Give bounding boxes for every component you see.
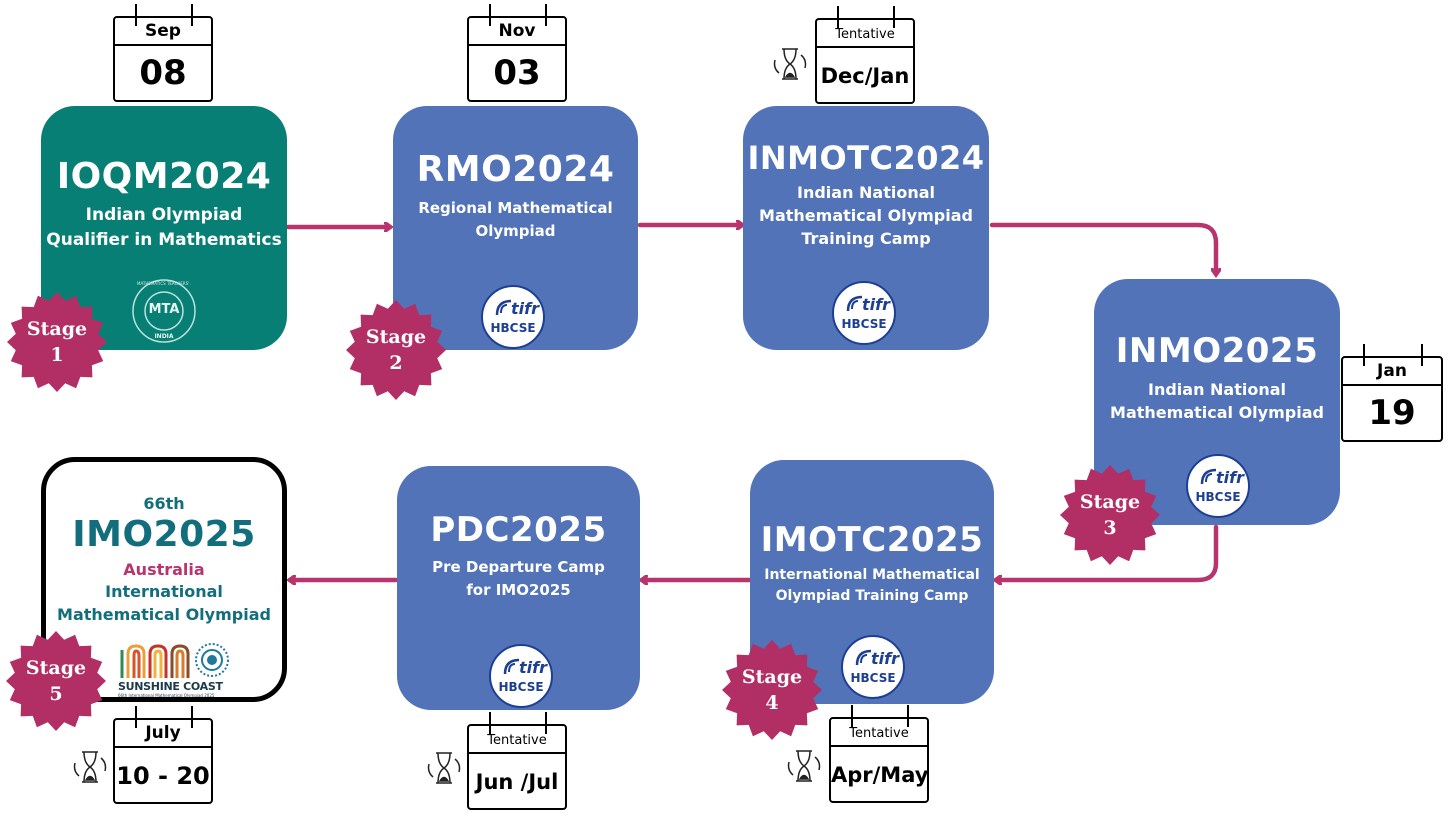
pdc-calendar-value: Jun /Jul	[475, 770, 559, 794]
imo-card: 66th IMO2025 Australia International Mat…	[41, 457, 287, 702]
rmo-desc-line2: Olympiad	[475, 222, 556, 240]
inmotc-desc-line1: Indian National	[796, 183, 936, 202]
stage-badge-4-label: Stage	[741, 666, 803, 688]
sunshine-coast-logo-subtext: 66th International Mathematical Olympiad…	[118, 693, 215, 698]
mta-logo-ring-bottom: INDIA	[154, 333, 174, 340]
imo-edition: 66th	[143, 494, 185, 513]
ioqm-desc-line2: Qualifier in Mathematics	[46, 230, 282, 250]
ioqm-calendar-month: Sep	[115, 18, 211, 46]
hbcse-logo-pdc-top: tifr	[519, 658, 547, 677]
stage-badge-4: Stage 4	[720, 638, 824, 742]
inmotc-calendar: Tentative Dec/Jan	[815, 6, 915, 104]
pdc-calendar-label: Tentative	[469, 726, 565, 754]
stage-badge-1-label: Stage	[26, 318, 88, 340]
imotc-title: IMOTC2025	[760, 520, 984, 560]
inmo-calendar-date: 19	[1368, 393, 1416, 433]
inmo-calendar-month: Jan	[1343, 358, 1441, 386]
stage-badge-2-label: Stage	[365, 326, 427, 348]
hourglass-icon	[784, 746, 824, 786]
sunshine-coast-logo-text: SUNSHINE COAST	[118, 680, 223, 693]
imotc-calendar-label: Tentative	[831, 719, 927, 747]
hbcse-logo-inmotc-top: tifr	[862, 295, 890, 314]
inmo-desc-line2: Mathematical Olympiad	[1110, 403, 1324, 422]
ioqm-calendar: Sep 08	[113, 4, 213, 102]
mta-logo-ring-top: MATHEMATICS TEACHERS' ASSOCIATION	[137, 281, 191, 286]
stage-badge-5-label: Stage	[25, 657, 87, 679]
stage-badge-3: Stage 3	[1058, 463, 1162, 567]
ioqm-desc-line1: Indian Olympiad	[85, 205, 243, 225]
arrow-inmotc-to-inmo	[989, 222, 1216, 274]
imotc-calendar-value: Apr/May	[831, 763, 929, 787]
mta-logo-text: MTA	[148, 302, 180, 317]
stage-badge-3-label: Stage	[1079, 491, 1141, 513]
stage-badge-3-number: 3	[1103, 517, 1117, 539]
stage-badge-2-number: 2	[389, 352, 403, 374]
hbcse-logo-inmotc: tifr HBCSE	[832, 281, 896, 345]
rmo-calendar-date: 03	[493, 53, 541, 93]
rmo-calendar-month: Nov	[469, 18, 565, 46]
imo-title: IMO2025	[72, 514, 256, 555]
pdc-title: PDC2025	[430, 510, 607, 550]
imotc-calendar: Tentative Apr/May	[829, 705, 929, 803]
stage-badge-4-number: 4	[765, 692, 779, 714]
inmo-calendar: Jan 19	[1341, 344, 1443, 442]
hbcse-logo-pdc: tifr HBCSE	[489, 644, 553, 708]
imo-calendar-month: July	[115, 720, 211, 748]
imo-calendar: July 10 - 20	[113, 706, 213, 804]
hbcse-logo-inmo-top: tifr	[1216, 468, 1244, 487]
ioqm-calendar-date: 08	[139, 53, 187, 93]
hbcse-logo-imotc-bottom: HBCSE	[850, 671, 896, 685]
mta-logo: MTA MATHEMATICS TEACHERS' ASSOCIATION IN…	[131, 278, 197, 344]
inmotc-title: INMOTC2024	[747, 139, 985, 177]
inmotc-desc-line3: Training Camp	[801, 229, 931, 248]
imo-desc-line1: International	[105, 582, 223, 601]
hbcse-logo-rmo-top: tifr	[511, 299, 539, 318]
arrow-inmo-to-imotc	[996, 524, 1219, 580]
inmotc-desc-line2: Mathematical Olympiad	[759, 206, 973, 225]
rmo-title: RMO2024	[416, 149, 615, 190]
hbcse-logo-pdc-bottom: HBCSE	[498, 680, 544, 694]
ioqm-card: IOQM2024 Indian Olympiad Qualifier in Ma…	[41, 106, 287, 350]
ioqm-title: IOQM2024	[56, 156, 272, 197]
hbcse-logo-rmo-bottom: HBCSE	[490, 321, 536, 335]
hbcse-logo-imotc-top: tifr	[871, 649, 899, 668]
pdc-desc-line1: Pre Departure Camp	[432, 558, 605, 576]
rmo-calendar: Nov 03	[467, 4, 567, 102]
stage-badge-5-number: 5	[49, 683, 63, 705]
imotc-desc-line2: Olympiad Training Camp	[775, 588, 969, 604]
rmo-card: RMO2024 Regional Mathematical Olympiad	[393, 106, 638, 350]
imo-calendar-dates: 10 - 20	[116, 762, 210, 790]
sunshine-coast-logo: SUNSHINE COAST 66th International Mathem…	[118, 640, 238, 700]
hbcse-logo-inmotc-bottom: HBCSE	[841, 317, 887, 331]
hourglass-icon	[770, 44, 810, 84]
hourglass-icon	[424, 748, 464, 788]
hbcse-logo-imotc: tifr HBCSE	[841, 635, 905, 699]
inmotc-calendar-value: Dec/Jan	[820, 64, 910, 88]
hbcse-logo-rmo: tifr HBCSE	[481, 285, 545, 349]
imotc-desc-line1: International Mathematical	[764, 567, 980, 583]
pdc-calendar: Tentative Jun /Jul	[467, 712, 567, 810]
imo-desc-line2: Mathematical Olympiad	[57, 605, 271, 624]
stage-badge-1-number: 1	[50, 344, 64, 366]
inmo-desc-line1: Indian National	[1147, 380, 1287, 399]
hbcse-logo-inmo-bottom: HBCSE	[1195, 490, 1241, 504]
rmo-desc-line1: Regional Mathematical	[418, 199, 613, 217]
pdc-desc-line2: for IMO2025	[466, 581, 571, 599]
inmotc-calendar-label: Tentative	[817, 20, 913, 48]
stage-badge-1: Stage 1	[5, 290, 109, 394]
hbcse-logo-inmo: tifr HBCSE	[1186, 454, 1250, 518]
imo-country: Australia	[123, 560, 205, 579]
inmo-title: INMO2025	[1115, 331, 1319, 371]
inmo-card: INMO2025 Indian National Mathematical Ol…	[1094, 279, 1340, 525]
stage-badge-2: Stage 2	[344, 298, 448, 402]
stage-badge-5: Stage 5	[4, 629, 108, 733]
hourglass-icon	[70, 747, 110, 787]
